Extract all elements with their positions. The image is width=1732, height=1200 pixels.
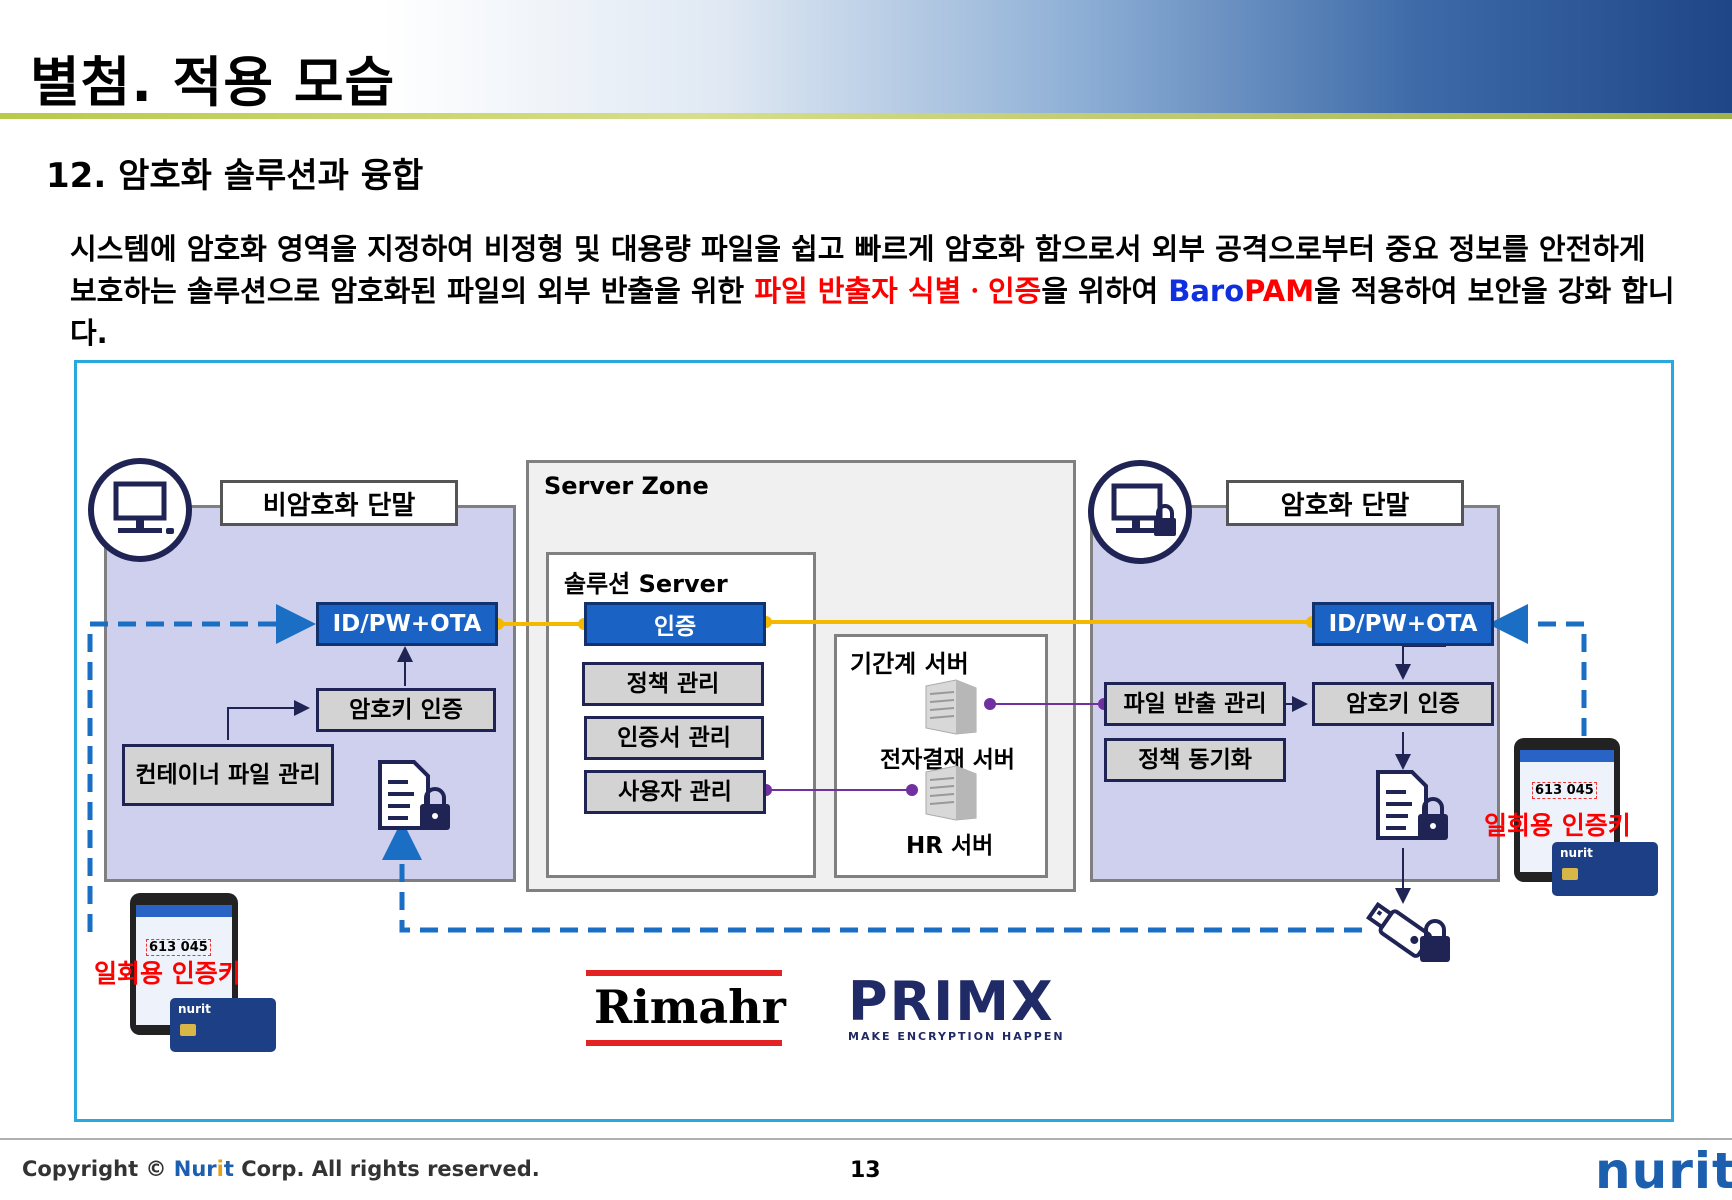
right-phone-code: 613 045	[1532, 782, 1597, 799]
section-title: 12. 암호화 솔루션과 융합	[46, 156, 424, 196]
description-highlight: 파일 반출자 식별ㆍ인증	[754, 274, 1042, 308]
server-zone-title: Server Zone	[544, 472, 709, 500]
card-chip-icon	[180, 1024, 196, 1036]
left-otp-label: 일회용 인증키	[94, 959, 241, 988]
usb-lock-icon	[1360, 896, 1460, 980]
right-id-card: nurit	[1552, 842, 1658, 896]
footer-divider	[0, 1138, 1732, 1140]
payment-server-icon	[920, 676, 980, 740]
brand-baro: Baro	[1168, 274, 1245, 308]
hr-server-label: HR 서버	[906, 833, 994, 859]
left-terminal-title: 비암호화 단말	[220, 480, 458, 526]
right-phone-appbar	[1520, 750, 1614, 762]
copyright-brand-c: t	[223, 1157, 234, 1181]
right-id-pw-ota-button: ID/PW+OTA	[1312, 602, 1494, 646]
primx-logo-text: PRIMX	[848, 970, 1055, 1033]
description-text-3: 을 적용하여 보안을 강화 합니다.	[70, 274, 1675, 350]
encrypted-document-icon	[374, 758, 458, 838]
header-banner	[0, 0, 1732, 115]
diagram-frame	[74, 360, 1674, 1122]
description-text-2: 을 위하여	[1041, 274, 1169, 308]
page-number: 13	[850, 1158, 881, 1183]
rimahr-logo-bar-bottom	[586, 1040, 782, 1046]
right-encrypted-document-icon	[1372, 768, 1456, 848]
copyright-brand-b: i	[216, 1157, 224, 1181]
card-chip-icon	[1562, 868, 1578, 880]
hr-server-icon	[920, 762, 980, 826]
left-phone-appbar	[136, 905, 232, 917]
right-terminal-title: 암호화 단말	[1226, 480, 1464, 526]
core-servers-panel	[834, 634, 1048, 878]
primx-tagline: MAKE ENCRYPTION HAPPEN	[848, 1030, 1065, 1043]
right-key-auth-box: 암호키 인증	[1312, 682, 1494, 726]
solution-server-title: 솔루션 Server	[564, 570, 728, 598]
description: 시스템에 암호화 영역을 지정하여 비정형 및 대용량 파일을 쉽고 빠르게 암…	[70, 228, 1680, 354]
policy-sync-box: 정책 동기화	[1104, 738, 1286, 782]
policy-management-box: 정책 관리	[582, 662, 764, 706]
copyright-suffix: Corp. All rights reserved.	[233, 1157, 540, 1181]
secure-computer-icon	[1088, 460, 1192, 564]
file-export-management-box: 파일 반출 관리	[1104, 682, 1286, 726]
page-title: 별첨. 적용 모습	[30, 51, 396, 114]
right-card-brand: nurit	[1560, 846, 1593, 860]
nurit-logo: nurit	[1595, 1142, 1732, 1200]
left-id-pw-ota-button: ID/PW+OTA	[316, 602, 498, 646]
brand-pam: PAM	[1244, 274, 1315, 308]
computer-icon	[88, 458, 192, 562]
left-id-card: nurit	[170, 998, 276, 1052]
rimahr-logo-bar-top	[586, 970, 782, 976]
left-key-auth-box: 암호키 인증	[316, 688, 496, 732]
auth-box: 인증	[584, 602, 766, 646]
description-text: 시스템에 암호화 영역을 지정하여 비정형 및 대용량 파일을 쉽고 빠르게 암…	[70, 232, 1646, 308]
header-divider	[0, 113, 1732, 119]
rimahr-logo-text: Rimahr	[594, 980, 786, 1034]
left-card-brand: nurit	[178, 1002, 211, 1016]
copyright-brand-a: Nur	[173, 1157, 217, 1181]
right-otp-label: 일회용 인증키	[1484, 811, 1631, 840]
copyright-prefix: Copyright ©	[22, 1157, 174, 1181]
rimahr-logo: Rimahr	[586, 970, 786, 1046]
container-file-box: 컨테이너 파일 관리	[122, 744, 334, 806]
certificate-management-box: 인증서 관리	[584, 716, 764, 760]
user-management-box: 사용자 관리	[584, 770, 766, 814]
primx-logo: PRIMX MAKE ENCRYPTION HAPPEN	[848, 970, 1065, 1044]
left-phone-code: 613 045	[146, 939, 211, 956]
core-servers-title: 기간계 서버	[850, 650, 969, 678]
copyright: Copyright © Nurit Corp. All rights reser…	[22, 1157, 540, 1181]
